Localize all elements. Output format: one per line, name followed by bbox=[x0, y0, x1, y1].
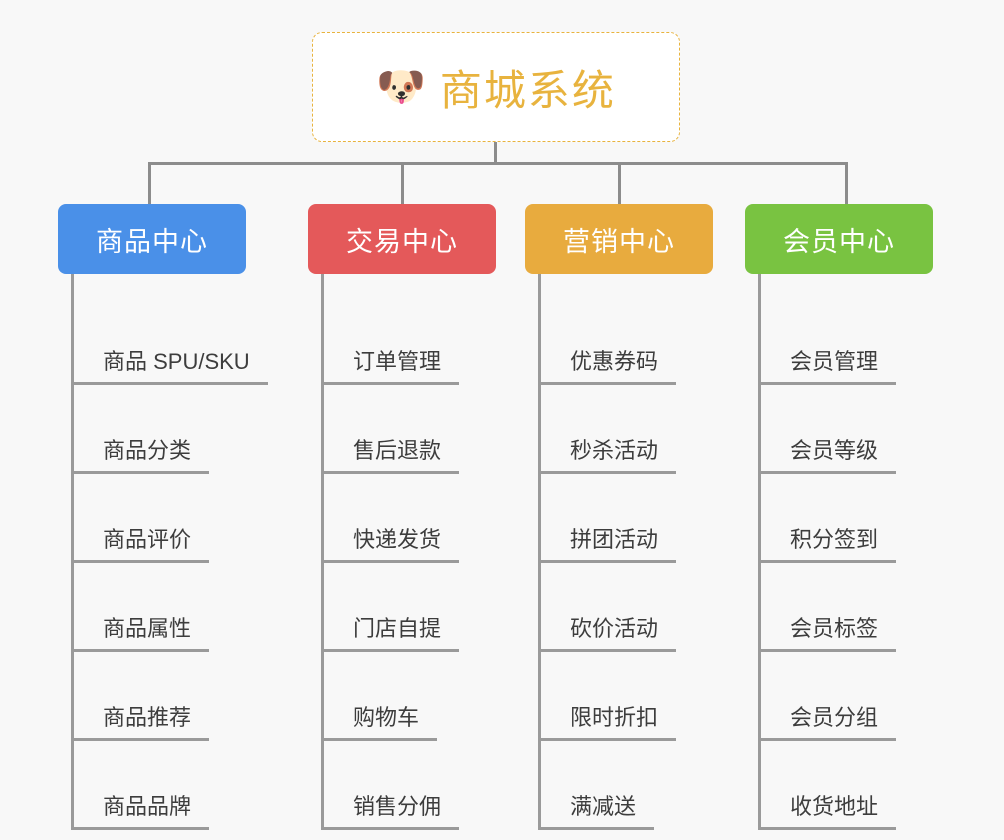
branch-header-marketing-center[interactable]: 营销中心 bbox=[525, 204, 713, 274]
list-item[interactable]: 限时折扣 bbox=[538, 652, 713, 741]
list-item-label: 快递发货 bbox=[321, 522, 460, 563]
connector-drop-marketing-center bbox=[618, 162, 621, 206]
list-item-label: 购物车 bbox=[321, 700, 438, 741]
list-item-label: 满减送 bbox=[538, 789, 655, 830]
branch-header-product-center[interactable]: 商品中心 bbox=[58, 204, 246, 274]
list-item[interactable]: 门店自提 bbox=[321, 563, 496, 652]
list-item-label: 商品 SPU/SKU bbox=[71, 344, 268, 385]
list-item-label: 会员标签 bbox=[758, 611, 897, 652]
branch-items-marketing-center: 优惠券码 秒杀活动 拼团活动 砍价活动 限时折扣 满减送 bbox=[538, 274, 713, 830]
root-node-mall-system[interactable]: 🐶 商城系统 bbox=[312, 32, 680, 142]
list-item[interactable]: 会员等级 bbox=[758, 385, 933, 474]
list-item[interactable]: 商品品牌 bbox=[71, 741, 268, 830]
shiba-dog-face-icon: 🐶 bbox=[376, 65, 426, 109]
connector-horizontal-bus bbox=[148, 162, 848, 165]
list-item[interactable]: 商品分类 bbox=[71, 385, 268, 474]
list-item-label: 积分签到 bbox=[758, 522, 897, 563]
list-item[interactable]: 商品评价 bbox=[71, 474, 268, 563]
root-node-title: 商城系统 bbox=[439, 66, 616, 114]
list-item[interactable]: 商品推荐 bbox=[71, 652, 268, 741]
list-item[interactable]: 订单管理 bbox=[321, 296, 496, 385]
branch-items-trade-center: 订单管理 售后退款 快递发货 门店自提 购物车 销售分佣 bbox=[321, 274, 496, 830]
list-item[interactable]: 会员管理 bbox=[758, 296, 933, 385]
branch-member-center: 会员中心 会员管理 会员等级 积分签到 会员标签 会员分组 收货地址 bbox=[745, 204, 933, 830]
list-item-label: 商品品牌 bbox=[71, 789, 210, 830]
connector-drop-product-center bbox=[148, 162, 151, 206]
branch-items-product-center: 商品 SPU/SKU 商品分类 商品评价 商品属性 商品推荐 商品品牌 bbox=[71, 274, 268, 830]
list-item-label: 商品推荐 bbox=[71, 700, 210, 741]
list-item-label: 销售分佣 bbox=[321, 789, 460, 830]
list-item[interactable]: 拼团活动 bbox=[538, 474, 713, 563]
connector-drop-member-center bbox=[845, 162, 848, 206]
branch-header-member-center[interactable]: 会员中心 bbox=[745, 204, 933, 274]
list-item[interactable]: 会员标签 bbox=[758, 563, 933, 652]
list-item[interactable]: 秒杀活动 bbox=[538, 385, 713, 474]
list-item[interactable]: 收货地址 bbox=[758, 741, 933, 830]
list-item[interactable]: 砍价活动 bbox=[538, 563, 713, 652]
list-item[interactable]: 优惠券码 bbox=[538, 296, 713, 385]
connector-drop-trade-center bbox=[401, 162, 404, 206]
connector-root-stem bbox=[494, 142, 497, 164]
list-item-label: 订单管理 bbox=[321, 344, 460, 385]
list-item[interactable]: 销售分佣 bbox=[321, 741, 496, 830]
list-item-label: 商品评价 bbox=[71, 522, 210, 563]
list-item[interactable]: 快递发货 bbox=[321, 474, 496, 563]
list-item-label: 商品属性 bbox=[71, 611, 210, 652]
list-item-label: 砍价活动 bbox=[538, 611, 677, 652]
list-item[interactable]: 购物车 bbox=[321, 652, 496, 741]
list-item-label: 会员等级 bbox=[758, 433, 897, 474]
list-item-label: 拼团活动 bbox=[538, 522, 677, 563]
list-item-label: 优惠券码 bbox=[538, 344, 677, 385]
branch-trade-center: 交易中心 订单管理 售后退款 快递发货 门店自提 购物车 销售分佣 bbox=[308, 204, 496, 830]
list-item-label: 限时折扣 bbox=[538, 700, 677, 741]
list-item[interactable]: 积分签到 bbox=[758, 474, 933, 563]
branch-header-label: 商品中心 bbox=[96, 226, 208, 257]
list-item-label: 售后退款 bbox=[321, 433, 460, 474]
branch-header-trade-center[interactable]: 交易中心 bbox=[308, 204, 496, 274]
branch-product-center: 商品中心 商品 SPU/SKU 商品分类 商品评价 商品属性 商品推荐 商品品牌 bbox=[58, 204, 268, 830]
branch-marketing-center: 营销中心 优惠券码 秒杀活动 拼团活动 砍价活动 限时折扣 满减送 bbox=[525, 204, 713, 830]
list-item[interactable]: 会员分组 bbox=[758, 652, 933, 741]
list-item[interactable]: 商品属性 bbox=[71, 563, 268, 652]
list-item-label: 门店自提 bbox=[321, 611, 460, 652]
branch-header-label: 交易中心 bbox=[346, 226, 458, 257]
list-item-label: 秒杀活动 bbox=[538, 433, 677, 474]
list-item-label: 会员管理 bbox=[758, 344, 897, 385]
list-item-label: 会员分组 bbox=[758, 700, 897, 741]
list-item[interactable]: 售后退款 bbox=[321, 385, 496, 474]
list-item[interactable]: 商品 SPU/SKU bbox=[71, 296, 268, 385]
branch-items-member-center: 会员管理 会员等级 积分签到 会员标签 会员分组 收货地址 bbox=[758, 274, 933, 830]
list-item-label: 商品分类 bbox=[71, 433, 210, 474]
list-item[interactable]: 满减送 bbox=[538, 741, 713, 830]
list-item-label: 收货地址 bbox=[758, 789, 897, 830]
branch-header-label: 会员中心 bbox=[783, 226, 895, 257]
branch-header-label: 营销中心 bbox=[563, 226, 675, 257]
